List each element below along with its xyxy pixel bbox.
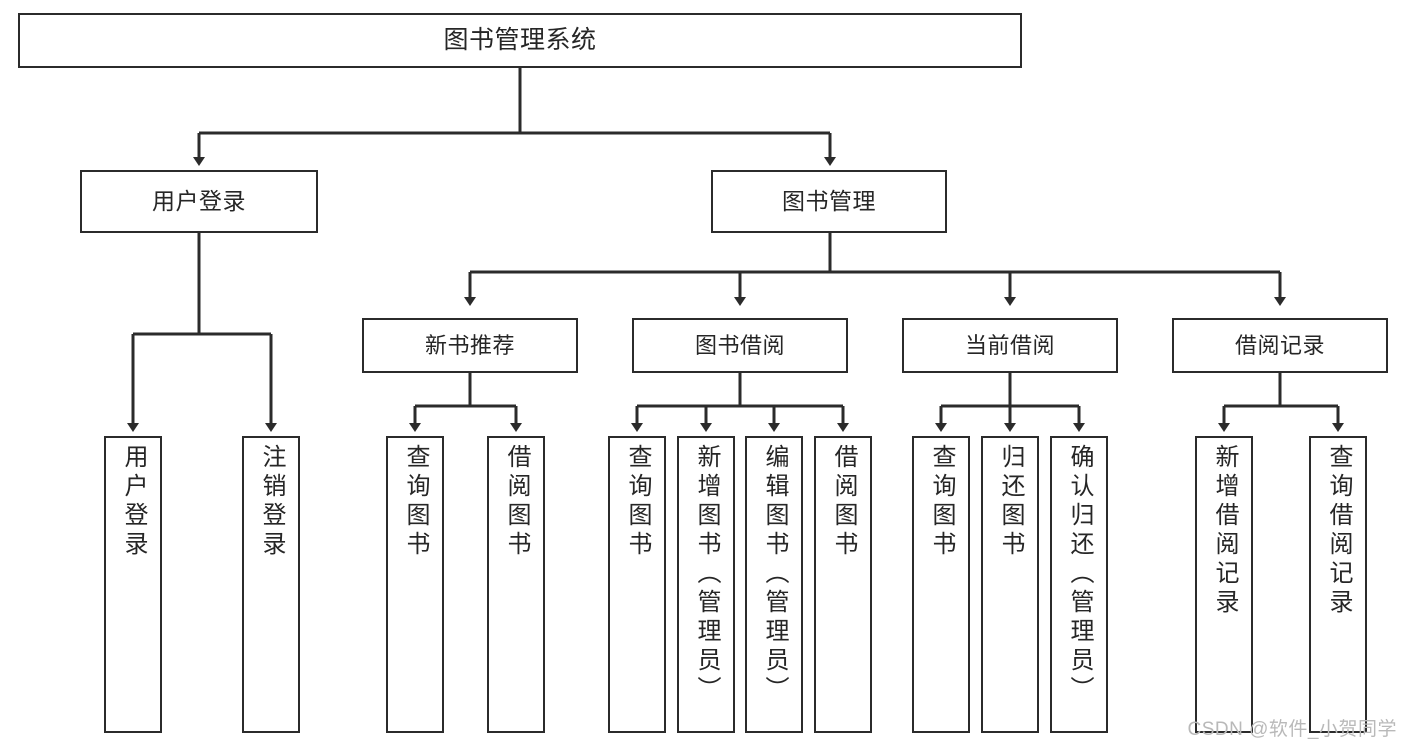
node-label: 新增借阅记录	[1211, 444, 1238, 618]
node-book-management[interactable]: 图书管理	[711, 170, 947, 233]
node-label: 图书管理	[782, 188, 876, 215]
leaf-book-borrow-edit-book[interactable]: 编辑图书（管理员）	[745, 436, 803, 733]
node-current-borrow[interactable]: 当前借阅	[902, 318, 1118, 373]
node-label: 借阅图书	[830, 444, 857, 560]
leaf-current-borrow-return-book[interactable]: 归还图书	[981, 436, 1039, 733]
leaf-borrow-record-query-record[interactable]: 查询借阅记录	[1309, 436, 1367, 733]
leaf-book-borrow-borrow-book[interactable]: 借阅图书	[814, 436, 872, 733]
leaf-current-borrow-query-book[interactable]: 查询图书	[912, 436, 970, 733]
node-label: 注销登录	[258, 444, 285, 560]
leaf-new-book-borrow-book[interactable]: 借阅图书	[487, 436, 545, 733]
leaf-book-borrow-query-book[interactable]: 查询图书	[608, 436, 666, 733]
node-user-login[interactable]: 用户登录	[80, 170, 318, 233]
node-label: 新增图书（管理员）	[693, 444, 720, 705]
leaf-user-login-logout[interactable]: 注销登录	[242, 436, 300, 733]
node-label: 确认归还（管理员）	[1066, 444, 1093, 705]
node-root-system[interactable]: 图书管理系统	[18, 13, 1022, 68]
node-label: 查询图书	[402, 444, 429, 560]
node-label: 归还图书	[997, 444, 1024, 560]
node-label: 当前借阅	[964, 332, 1055, 358]
node-label: 用户登录	[120, 444, 147, 560]
node-borrow-record[interactable]: 借阅记录	[1172, 318, 1388, 373]
node-label: 图书管理系统	[443, 26, 597, 54]
leaf-book-borrow-add-book[interactable]: 新增图书（管理员）	[677, 436, 735, 733]
node-label: 查询图书	[624, 444, 651, 560]
node-label: 图书借阅	[694, 332, 785, 358]
leaf-new-book-query-book[interactable]: 查询图书	[386, 436, 444, 733]
leaf-user-login-login[interactable]: 用户登录	[104, 436, 162, 733]
node-label: 查询借阅记录	[1325, 444, 1352, 618]
node-label: 借阅图书	[503, 444, 530, 560]
node-label: 用户登录	[152, 188, 246, 215]
node-label: 编辑图书（管理员）	[761, 444, 788, 705]
node-label: 新书推荐	[424, 332, 515, 358]
leaf-current-borrow-confirm-return[interactable]: 确认归还（管理员）	[1050, 436, 1108, 733]
leaf-borrow-record-add-record[interactable]: 新增借阅记录	[1195, 436, 1253, 733]
node-new-book-recommend[interactable]: 新书推荐	[362, 318, 578, 373]
node-label: 查询图书	[928, 444, 955, 560]
node-label: 借阅记录	[1234, 332, 1325, 358]
node-book-borrow[interactable]: 图书借阅	[632, 318, 848, 373]
csdn-watermark: CSDN @软件_小贺同学	[1187, 719, 1397, 740]
